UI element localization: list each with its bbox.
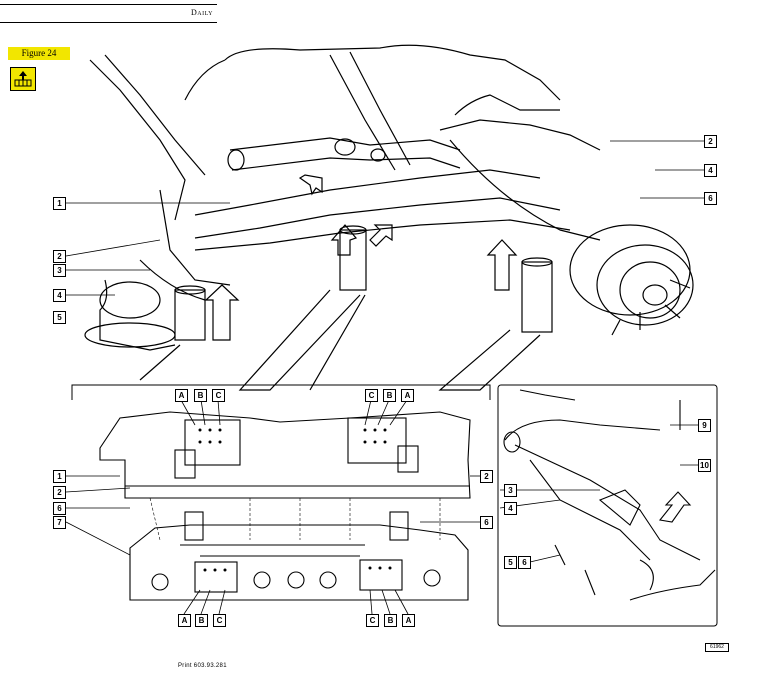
callout-6-lower-right: 6: [480, 516, 493, 529]
callout-10-detail: 10: [698, 459, 711, 472]
callout-letter-c-top-left: C: [212, 389, 225, 402]
callout-letter-a-top-left: A: [175, 389, 188, 402]
callout-letter-b-bottom-right: B: [384, 614, 397, 627]
callout-1-lower: 1: [53, 470, 66, 483]
callout-letter-b-bottom-left: B: [195, 614, 208, 627]
callout-6-lower: 6: [53, 502, 66, 515]
callout-5-detail: 5: [504, 556, 517, 569]
image-code: 61962: [705, 643, 729, 652]
callout-6-right: 6: [704, 192, 717, 205]
callout-4: 4: [53, 289, 66, 302]
header-rule-top: [0, 4, 217, 5]
callout-4-right: 4: [704, 164, 717, 177]
print-code: Print 603.93.281: [178, 663, 227, 669]
callout-7-lower: 7: [53, 516, 66, 529]
page-header: Daily: [0, 0, 217, 24]
callout-9-detail: 9: [698, 419, 711, 432]
callout-2-right: 2: [704, 135, 717, 148]
hoist-lift-icon: [10, 67, 36, 91]
callout-letter-a-bottom-right: A: [402, 614, 415, 627]
model-name: Daily: [190, 8, 213, 17]
callout-1: 1: [53, 197, 66, 210]
callout-letter-a-top-right: A: [401, 389, 414, 402]
callout-3: 3: [53, 264, 66, 277]
callout-letter-c-top-right: C: [365, 389, 378, 402]
callout-letter-b-top-left: B: [194, 389, 207, 402]
callout-2-lower: 2: [53, 486, 66, 499]
callout-letter-b-top-right: B: [383, 389, 396, 402]
callout-2-lower-right: 2: [480, 470, 493, 483]
callout-2: 2: [53, 250, 66, 263]
callout-letter-c-bottom-left: C: [213, 614, 226, 627]
callout-6-detail: 6: [518, 556, 531, 569]
callout-4-detail: 4: [504, 502, 517, 515]
callout-3-detail: 3: [504, 484, 517, 497]
callout-5: 5: [53, 311, 66, 324]
callout-letter-a-bottom-left: A: [178, 614, 191, 627]
header-rule-bottom: [0, 22, 217, 23]
figure-label: Figure 24: [8, 47, 70, 60]
callout-letter-c-bottom-right: C: [366, 614, 379, 627]
